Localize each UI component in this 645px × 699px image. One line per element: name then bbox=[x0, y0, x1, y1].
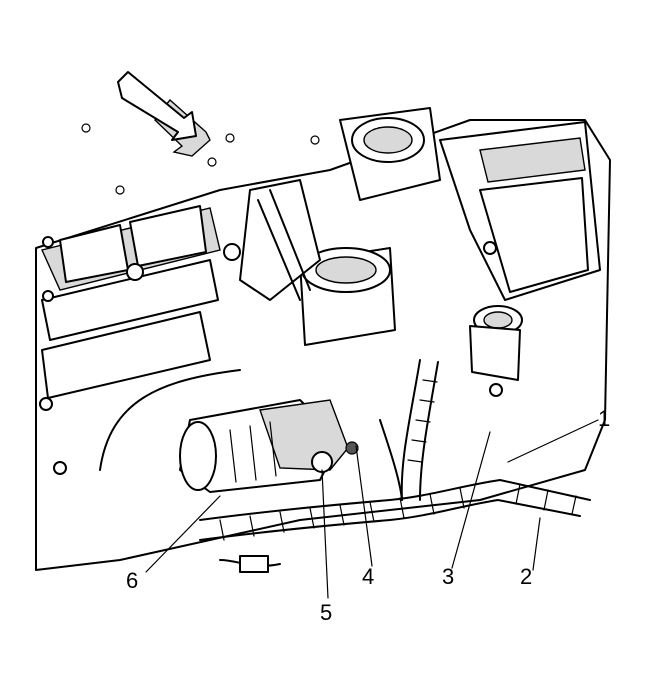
callout-1: 1 bbox=[598, 406, 610, 431]
coolant-outlet bbox=[469, 305, 523, 381]
direction-arrow-icon bbox=[117, 71, 211, 157]
callout-4: 4 bbox=[362, 564, 374, 589]
leader-lines bbox=[145, 419, 599, 599]
callout-5: 5 bbox=[320, 600, 332, 625]
callout-2: 2 bbox=[520, 564, 532, 589]
intake-tube bbox=[239, 107, 441, 346]
callouts: 1 2 3 4 5 6 bbox=[126, 406, 610, 625]
wiring-harness bbox=[99, 359, 591, 573]
callout-6: 6 bbox=[126, 568, 138, 593]
callout-3: 3 bbox=[442, 564, 454, 589]
starter-motor bbox=[179, 399, 359, 493]
